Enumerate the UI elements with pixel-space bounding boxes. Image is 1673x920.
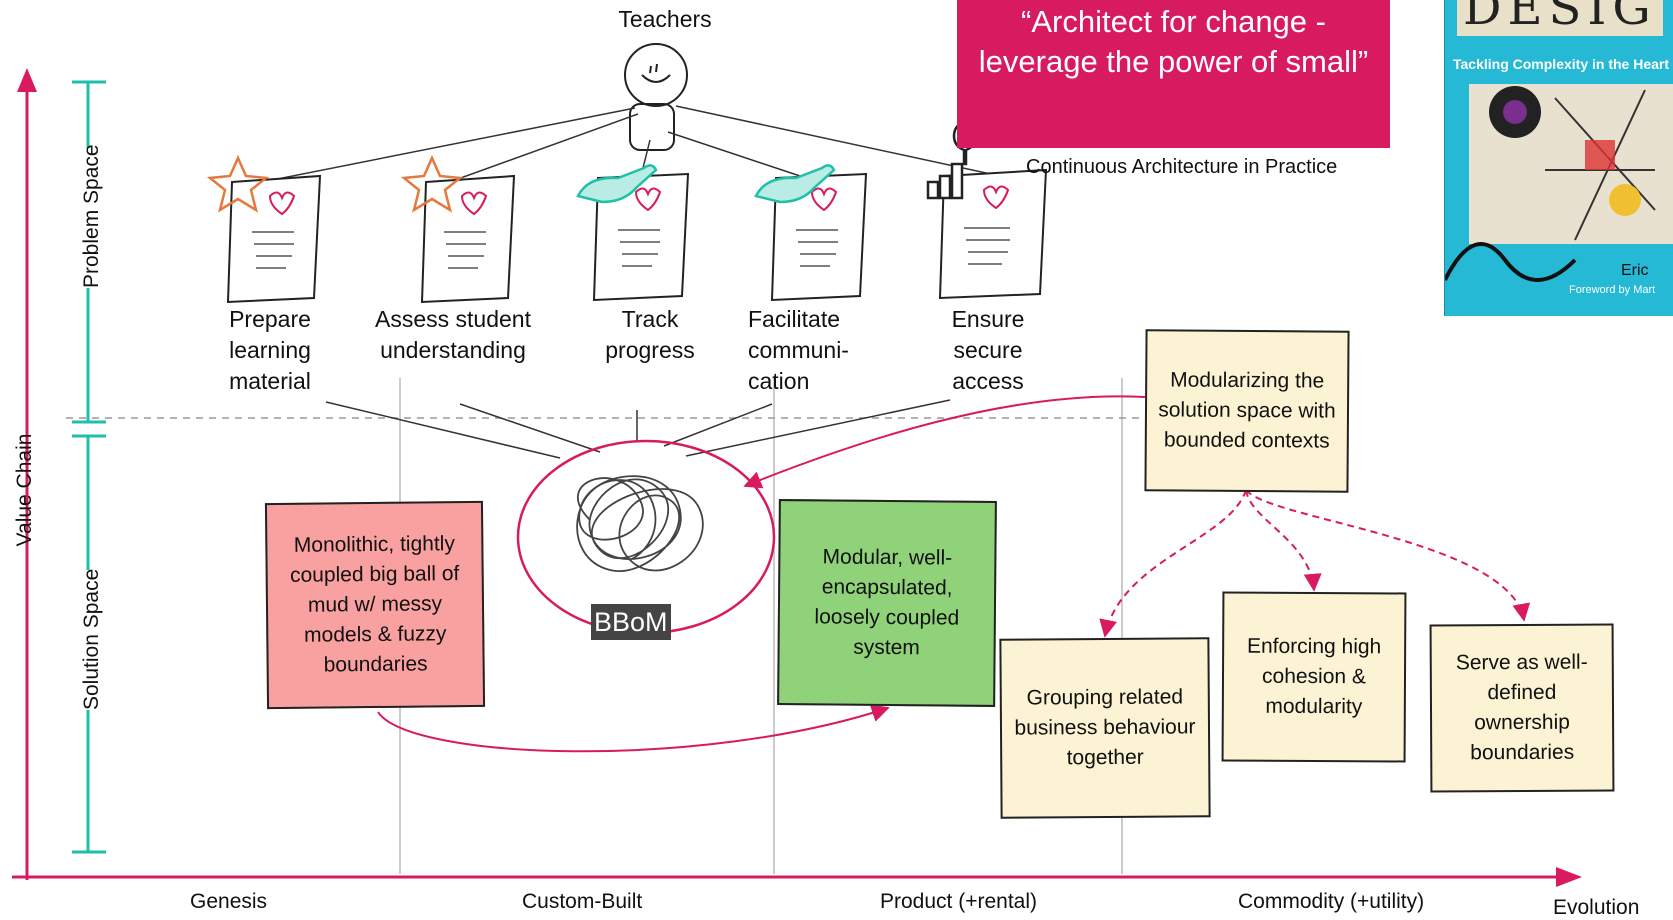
hand-icon [576, 164, 658, 204]
book-author: Eric [1621, 262, 1649, 279]
quote-banner: “Architect for change - leverage the pow… [957, 0, 1390, 148]
need-label-prepare: Prepare learning material [229, 306, 311, 394]
need-label-track: Track progress [605, 306, 695, 363]
arrow-modularizing-to-bbom [743, 395, 1146, 489]
book-cover-image: DESIG Tackling Complexity in the Heart o… [1444, 0, 1673, 316]
y-axis-arrowhead [17, 68, 37, 92]
x-axis-label: Evolution [1553, 896, 1640, 919]
star-icon [206, 154, 270, 213]
bbom-label: BBoM [591, 604, 671, 640]
y-axis-label: Value Chain [13, 433, 36, 547]
modular-system-box: Modular, well-encapsulated, loosely coup… [777, 499, 997, 707]
stage-custom-built: Custom-Built [522, 890, 643, 913]
quote-text: “Architect for change - leverage the pow… [978, 4, 1369, 79]
need-label-assess: Assess student understanding [375, 306, 531, 363]
hand-icon [754, 164, 836, 204]
grouping-text: Grouping related business behaviour toge… [1014, 685, 1196, 770]
stage-commodity: Commodity (+utility) [1238, 890, 1425, 913]
quote-source: Continuous Architecture in Practice [1026, 156, 1338, 178]
need-label-facilitate: Facilitate communi-cation [748, 306, 849, 394]
stage-product: Product (+rental) [880, 890, 1037, 913]
grouping-box: Grouping related business behaviour toge… [999, 637, 1211, 819]
need-label-ensure: Ensure secure access [951, 306, 1025, 394]
modular-system-text: Modular, well-encapsulated, loosely coup… [814, 545, 960, 660]
enforcing-box: Enforcing high cohesion & modularity [1221, 591, 1407, 763]
actor-label: Teachers [618, 6, 712, 32]
doc-icon-3 [592, 172, 690, 302]
book-subtitle: Tackling Complexity in the Heart of [1453, 56, 1673, 72]
actor-need-links [251, 105, 1001, 185]
modularizing-text: Modularizing the solution space with bou… [1158, 368, 1336, 453]
ownership-box: Serve as well-defined ownership boundari… [1429, 623, 1615, 793]
teacher-figure-icon [624, 43, 688, 151]
book-foreword: Foreword by Mart [1569, 284, 1656, 296]
arrow-monolith-to-modular [377, 704, 890, 753]
ownership-text: Serve as well-defined ownership boundari… [1455, 650, 1588, 765]
book-artwork-icon [1445, 84, 1673, 282]
modularizing-box: Modularizing the solution space with bou… [1144, 329, 1350, 493]
dashed-branch-arrows [1099, 489, 1531, 638]
solution-space-label: Solution Space [80, 568, 104, 710]
doc-icon-4 [770, 172, 868, 302]
problem-space-label: Problem Space [80, 144, 104, 288]
enforcing-text: Enforcing high cohesion & modularity [1246, 634, 1382, 719]
bbom-scribble-icon [576, 475, 704, 573]
stage-genesis: Genesis [190, 890, 268, 913]
doc-icon-1 [226, 174, 322, 304]
monolith-text: Monolithic, tightly coupled big ball of … [289, 532, 460, 677]
doc-icon-5 [938, 168, 1048, 300]
x-axis-arrowhead [1556, 867, 1582, 887]
star-icon [400, 154, 464, 213]
doc-icon-2 [420, 174, 516, 304]
book-title: DESIG [1457, 0, 1663, 36]
monolith-box: Monolithic, tightly coupled big ball of … [264, 500, 486, 710]
need-document-icons [226, 168, 1048, 304]
need-bbom-links [325, 399, 951, 459]
